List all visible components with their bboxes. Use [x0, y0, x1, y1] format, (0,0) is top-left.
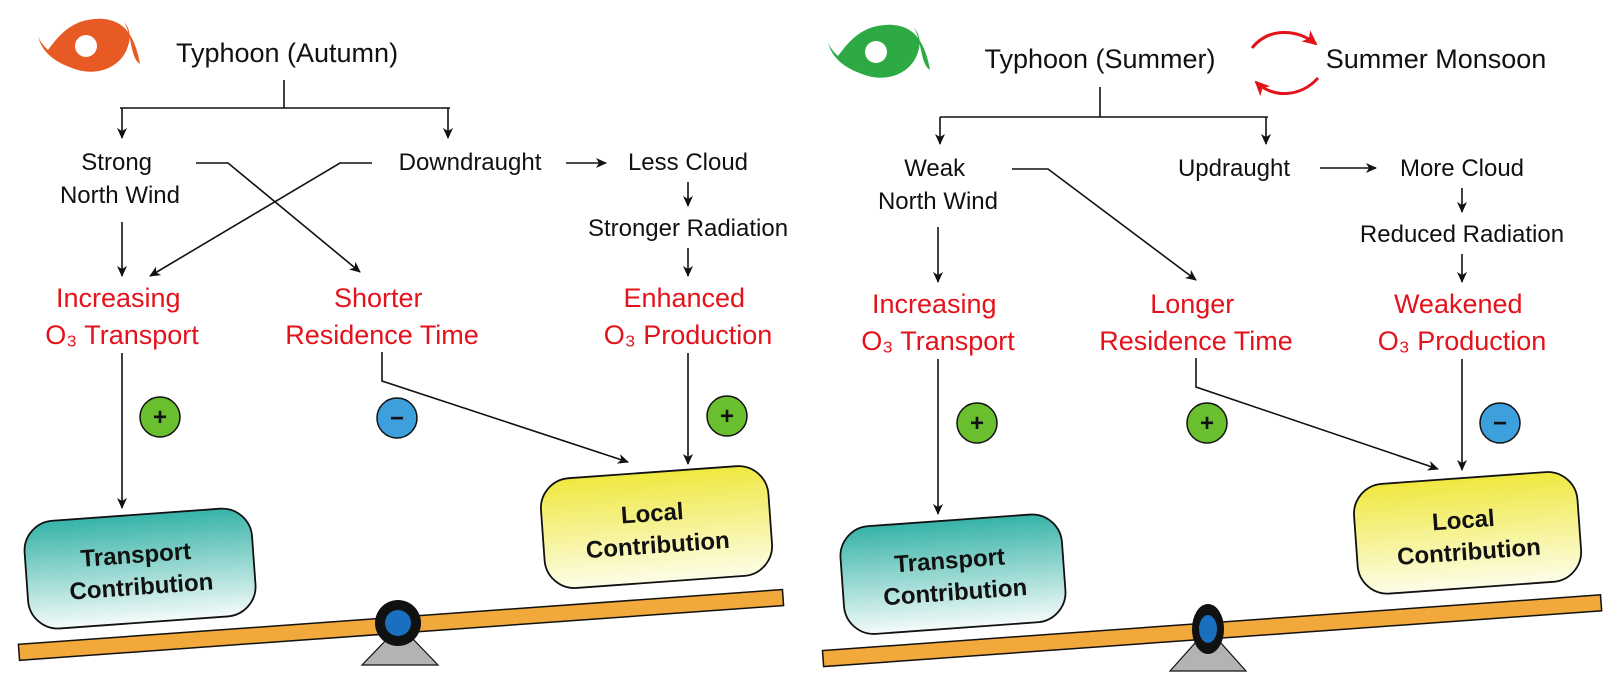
chain-cloud: Less Cloud	[628, 149, 748, 176]
panel-summer: Typhoon (Summer) Summer Monsoon Weak Nor…	[821, 24, 1603, 672]
effect-transport: Increasing O₃ Transport	[861, 289, 1015, 356]
cause-north-wind: Weak North Wind	[878, 155, 998, 215]
local-contribution-box: Local Contribution	[1353, 471, 1583, 595]
panel-title: Typhoon (Summer)	[984, 44, 1215, 74]
panel-title: Typhoon (Autumn)	[176, 38, 398, 68]
chain-cloud: More Cloud	[1400, 155, 1524, 182]
cause-vertical-motion: Downdraught	[399, 149, 542, 176]
plus-badge: +	[956, 402, 998, 444]
plus-badge: +	[1186, 402, 1228, 444]
plus-badge: +	[139, 396, 181, 438]
transport-contribution-box: Transport Contribution	[23, 507, 257, 630]
cause-north-wind: Strong North Wind	[60, 149, 180, 209]
svg-text:+: +	[720, 403, 734, 430]
svg-text:−: −	[1493, 410, 1507, 437]
effect-residence: Longer Residence Time	[1099, 289, 1293, 356]
chain-radiation: Stronger Radiation	[588, 215, 788, 242]
minus-badge: −	[1479, 402, 1521, 444]
partner-title: Summer Monsoon	[1326, 44, 1547, 74]
svg-text:+: +	[153, 404, 167, 431]
chain-radiation: Reduced Radiation	[1360, 221, 1564, 248]
effect-production: Enhanced O₃ Production	[604, 283, 773, 350]
svg-text:−: −	[390, 405, 404, 432]
cyclone-icon	[828, 24, 930, 78]
svg-text:+: +	[970, 410, 984, 437]
effect-transport: Increasing O₃ Transport	[45, 283, 199, 350]
cause-vertical-motion: Updraught	[1178, 155, 1290, 182]
plus-badge: +	[706, 395, 748, 437]
cyclone-icon	[38, 18, 140, 72]
feedback-cycle-icon	[1250, 30, 1320, 97]
svg-text:+: +	[1200, 410, 1214, 437]
transport-contribution-box: Transport Contribution	[839, 513, 1067, 635]
local-contribution-box: Local Contribution	[540, 465, 773, 589]
panel-autumn: Typhoon (Autumn) Strong North Wind Downd…	[17, 18, 788, 666]
effect-residence: Shorter Residence Time	[285, 283, 479, 350]
effect-production: Weakened O₃ Production	[1378, 289, 1547, 356]
minus-badge: −	[376, 397, 418, 439]
